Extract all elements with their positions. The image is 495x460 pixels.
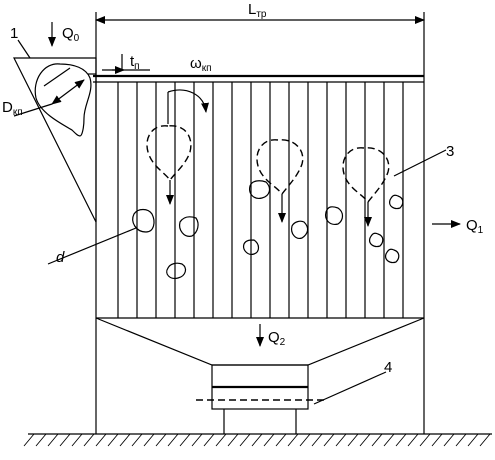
- collector-box: [196, 364, 326, 434]
- ground-hatch-line: [23, 433, 35, 447]
- ground-hatch-line: [119, 433, 131, 447]
- ground-hatch-line: [275, 433, 287, 447]
- ground-hatch-line: [251, 433, 263, 447]
- ground-hatch-line: [371, 433, 383, 447]
- ground-hatch-line: [431, 433, 443, 447]
- particles: [132, 180, 404, 279]
- ground-hatch-line: [383, 433, 395, 447]
- ground-hatch-line: [191, 433, 203, 447]
- ground-hatch-line: [167, 433, 179, 447]
- ground-hatch-line: [407, 433, 419, 447]
- leader-4: [313, 371, 387, 405]
- ground-hatch-line: [83, 433, 95, 447]
- drop-1: [146, 92, 192, 205]
- ground-hatch-line: [215, 433, 227, 447]
- ground-hatch-line: [299, 433, 311, 447]
- ground-hatch-line: [347, 433, 359, 447]
- gap-dimension: [102, 54, 150, 74]
- ground-hatch-line: [47, 433, 59, 447]
- ground-hatch-line: [359, 433, 371, 447]
- screen-bars: [117, 82, 404, 318]
- ground-hatch-line: [419, 433, 431, 447]
- drop-diameter-arrow: [13, 79, 85, 117]
- ground-hatch-line: [71, 433, 83, 447]
- particle-d: [132, 208, 155, 233]
- ground-hatch-line: [443, 433, 455, 447]
- label-l-tr: Lтр: [248, 1, 267, 20]
- ground-hatch-line: [59, 433, 71, 447]
- ground-hatch-line: [311, 433, 323, 447]
- ground-hatch-line: [155, 433, 167, 447]
- ground: [23, 433, 492, 447]
- label-q0: Q0: [62, 25, 80, 44]
- leader-3: [393, 149, 447, 177]
- label-q2: Q2: [268, 329, 286, 348]
- length-dimension: [95, 12, 425, 76]
- label-number-1: 1: [10, 25, 18, 42]
- ground-hatch-line: [203, 433, 215, 447]
- leader-1: [17, 39, 31, 59]
- ground-hatch-line: [131, 433, 143, 447]
- ground-hatch-line: [143, 433, 155, 447]
- label-number-4: 4: [384, 359, 392, 376]
- ground-hatch-line: [323, 433, 335, 447]
- drop-2: [256, 139, 304, 223]
- ground-hatch-line: [239, 433, 251, 447]
- label-t-p: tп: [130, 53, 140, 72]
- ground-hatch-line: [227, 433, 239, 447]
- ground-hatch-line: [263, 433, 275, 447]
- label-d: d: [56, 249, 65, 266]
- rotation-arrow: [167, 89, 209, 113]
- drop-3: [342, 147, 390, 227]
- label-d-kp: Dкп: [2, 99, 23, 118]
- feeder: [13, 57, 97, 223]
- ground-hatch-line: [287, 433, 299, 447]
- label-omega: ωкп: [190, 55, 212, 74]
- ground-hatch-line: [107, 433, 119, 447]
- ground-hatch-line: [455, 433, 467, 447]
- ground-hatch-line: [179, 433, 191, 447]
- label-number-3: 3: [446, 143, 454, 160]
- ground-hatch-line: [467, 433, 479, 447]
- ground-hatch-line: [35, 433, 47, 447]
- leader-d: [47, 227, 137, 265]
- label-q1: Q1: [466, 217, 484, 236]
- ground-hatch-line: [395, 433, 407, 447]
- ground-hatch-line: [335, 433, 347, 447]
- ground-hatch-line: [479, 433, 491, 447]
- feeder-drop: [34, 63, 92, 137]
- ground-hatch-line: [95, 433, 107, 447]
